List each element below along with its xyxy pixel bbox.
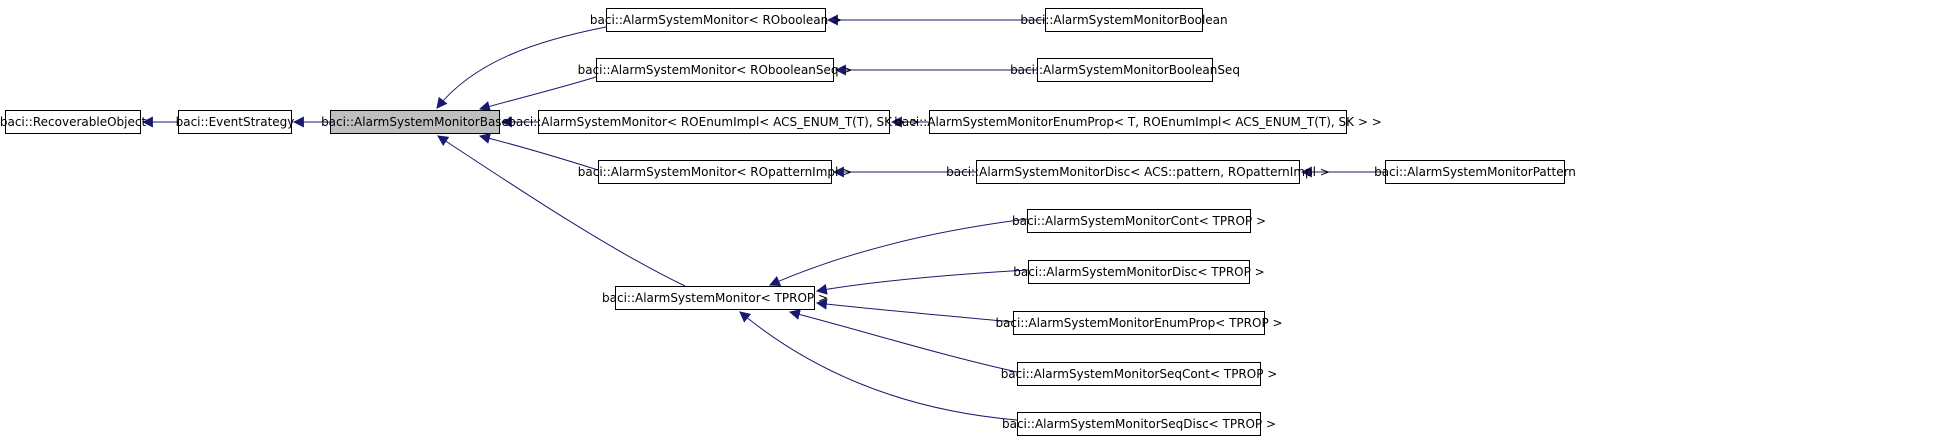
inheritance-edge-asm-cont-to-asm-tprop (768, 218, 1028, 287)
class-node-label: baci::AlarmSystemMonitor< ROboolean > (589, 13, 843, 27)
class-node-label: baci::AlarmSystemMonitor< ROpatternImpl … (577, 165, 853, 179)
class-node-asm-booleanseq[interactable]: baci::AlarmSystemMonitorBooleanSeq (1010, 58, 1240, 82)
class-node-label: baci::AlarmSystemMonitor< ROEnumImpl< AC… (508, 115, 920, 129)
class-node-asm-tprop[interactable]: baci::AlarmSystemMonitor< TPROP > (602, 286, 828, 310)
class-node-asm-robooleanseq[interactable]: baci::AlarmSystemMonitor< RObooleanSeq > (578, 58, 852, 82)
class-node-eventstrategy[interactable]: baci::EventStrategy (175, 110, 295, 134)
class-node-asm-ropattern[interactable]: baci::AlarmSystemMonitor< ROpatternImpl … (578, 160, 852, 184)
class-node-label: baci::AlarmSystemMonitorEnumProp< TPROP … (995, 316, 1283, 330)
class-node-asm-boolean[interactable]: baci::AlarmSystemMonitorBoolean (1020, 8, 1228, 32)
class-node-recoverable[interactable]: baci::RecoverableObject (0, 110, 146, 134)
class-node-label: baci::AlarmSystemMonitorPattern (1374, 165, 1576, 179)
class-node-asm-seqdisc[interactable]: baci::AlarmSystemMonitorSeqDisc< TPROP > (1002, 412, 1276, 436)
class-node-label: baci::AlarmSystemMonitorCont< TPROP > (1012, 214, 1267, 228)
class-node-asm-cont[interactable]: baci::AlarmSystemMonitorCont< TPROP > (1012, 209, 1266, 233)
class-node-label: baci::AlarmSystemMonitorBooleanSeq (1010, 63, 1240, 77)
class-node-label: baci::AlarmSystemMonitorSeqCont< TPROP > (1000, 367, 1278, 381)
class-node-label: baci::AlarmSystemMonitorDisc< ACS::patte… (946, 165, 1330, 179)
class-node-asm-pattern[interactable]: baci::AlarmSystemMonitorPattern (1374, 160, 1576, 184)
class-node-label: baci::EventStrategy (175, 115, 295, 129)
class-node-asm-disc-pattern[interactable]: baci::AlarmSystemMonitorDisc< ACS::patte… (946, 160, 1330, 184)
class-node-asm-enumprop-t[interactable]: baci::AlarmSystemMonitorEnumProp< T, ROE… (894, 110, 1382, 134)
class-node-asm-disc[interactable]: baci::AlarmSystemMonitorDisc< TPROP > (1013, 260, 1265, 284)
class-node-base[interactable]: baci::AlarmSystemMonitorBase (321, 110, 509, 134)
class-node-label: baci::RecoverableObject (0, 115, 147, 129)
inheritance-edge-asm-roboolean-to-base (436, 26, 607, 109)
class-node-label: baci::AlarmSystemMonitorBase (321, 115, 509, 129)
inheritance-edge-asm-seqcont-to-asm-tprop (788, 309, 1018, 373)
class-node-label: baci::AlarmSystemMonitorDisc< TPROP > (1013, 265, 1265, 279)
class-node-label: baci::AlarmSystemMonitorSeqDisc< TPROP > (1001, 417, 1277, 431)
class-node-asm-roenum[interactable]: baci::AlarmSystemMonitor< ROEnumImpl< AC… (508, 110, 920, 134)
class-node-label: baci::AlarmSystemMonitorEnumProp< T, ROE… (894, 115, 1382, 129)
inheritance-edge-asm-seqdisc-to-asm-tprop (739, 311, 1018, 421)
inheritance-edge-asm-enumprop-to-asm-tprop (815, 298, 1014, 323)
inheritance-edge-asm-tprop-to-base (437, 135, 686, 287)
class-node-label: baci::AlarmSystemMonitor< TPROP > (602, 291, 828, 305)
inheritance-edge-asm-disc-to-asm-tprop (815, 269, 1029, 295)
class-node-asm-roboolean[interactable]: baci::AlarmSystemMonitor< ROboolean > (590, 8, 842, 32)
inheritance-edge-asm-robooleanseq-to-base (478, 76, 597, 112)
class-node-asm-seqcont[interactable]: baci::AlarmSystemMonitorSeqCont< TPROP > (1001, 362, 1277, 386)
class-node-asm-enumprop[interactable]: baci::AlarmSystemMonitorEnumProp< TPROP … (995, 311, 1283, 335)
inheritance-edge-asm-ropattern-to-base (478, 133, 599, 171)
class-node-label: baci::AlarmSystemMonitor< RObooleanSeq > (577, 63, 853, 77)
class-node-label: baci::AlarmSystemMonitorBoolean (1020, 13, 1228, 27)
